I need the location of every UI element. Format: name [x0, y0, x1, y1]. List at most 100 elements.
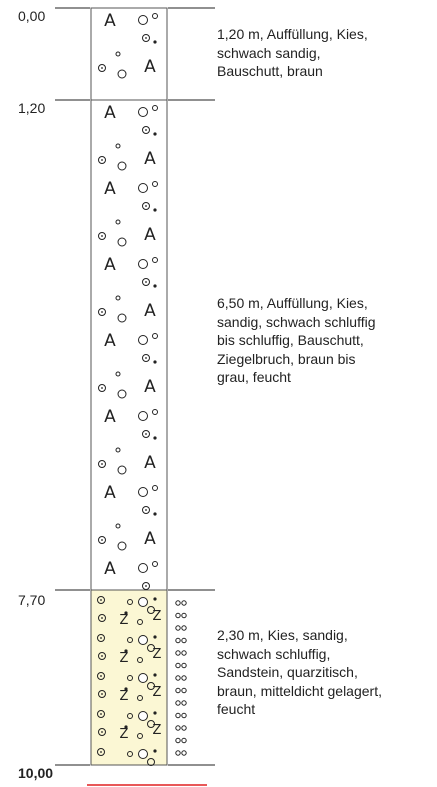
symbol-a: A	[144, 57, 156, 77]
symbol-dot	[153, 208, 157, 212]
symbol-z: Z	[153, 647, 162, 662]
symbol-half-circle	[138, 711, 148, 721]
symbol-circle	[147, 720, 155, 728]
symbol-dotted-circle	[98, 652, 106, 660]
moisture-circle	[175, 700, 181, 706]
symbol-z: Z	[120, 727, 129, 742]
symbol-dotted-circle	[97, 596, 105, 604]
symbol-circle	[117, 465, 127, 475]
symbol-a: A	[144, 529, 156, 549]
boundary-ticks	[55, 7, 215, 766]
moisture-circle	[181, 662, 187, 669]
symbol-dot	[101, 235, 103, 237]
symbol-small-circle	[115, 143, 121, 149]
symbol-dotted-circle	[98, 156, 106, 164]
symbol-dot	[153, 711, 157, 715]
symbol-small-circle	[115, 219, 121, 225]
symbol-half-circle	[138, 597, 148, 607]
symbol-half-circle	[138, 673, 148, 683]
layer-1-description: 1,20 m, Auffüllung, Kies, schwach sandig…	[217, 26, 368, 79]
symbol-small-circle	[152, 181, 158, 187]
layer-2-column	[90, 99, 168, 591]
symbol-dot	[101, 463, 103, 465]
symbol-dot	[153, 635, 157, 639]
symbol-dotted-circle	[98, 536, 106, 544]
symbol-half-circle	[138, 335, 148, 345]
symbol-dotted-circle	[98, 690, 106, 698]
symbol-small-circle	[127, 599, 133, 605]
symbol-dotted-circle	[97, 710, 105, 718]
moisture-circle	[175, 612, 181, 619]
moisture-circle	[175, 712, 181, 719]
symbol-dot	[100, 713, 102, 715]
symbol-a: A	[104, 559, 116, 579]
symbol-dot	[145, 129, 147, 131]
moisture-circle	[181, 700, 187, 706]
symbol-z: Z	[153, 723, 162, 738]
layer-2-description: 6,50 m, Auffüllung, Kies, sandig, schwac…	[217, 295, 376, 385]
symbol-dotted-circle	[97, 748, 105, 756]
symbol-dotted-circle	[98, 614, 106, 622]
moisture-circle	[181, 750, 187, 756]
symbol-dot	[153, 512, 157, 516]
symbol-half-circle	[138, 259, 148, 269]
symbol-small-circle	[152, 105, 158, 111]
symbol-dotted-circle	[142, 34, 150, 42]
symbol-circle	[147, 606, 155, 614]
moisture-circle	[175, 750, 181, 756]
moisture-circle	[175, 675, 181, 681]
symbol-small-circle	[115, 371, 121, 377]
symbol-dot	[101, 731, 103, 733]
moisture-circle	[175, 600, 181, 606]
symbol-dot	[153, 284, 157, 288]
symbol-dotted-circle	[98, 728, 106, 736]
symbol-small-circle	[115, 51, 121, 57]
symbol-dot	[101, 159, 103, 161]
depth-label-layer3: 7,70	[18, 592, 46, 608]
symbol-dot	[145, 509, 147, 511]
symbol-small-circle	[152, 257, 158, 263]
symbol-a: A	[104, 483, 116, 503]
moisture-circle	[175, 637, 181, 644]
symbol-dot	[101, 539, 103, 541]
symbol-z: Z	[153, 685, 162, 700]
symbol-dot	[153, 132, 157, 136]
symbol-circle	[117, 161, 127, 171]
symbol-a: A	[104, 103, 116, 123]
symbol-dot	[101, 311, 103, 313]
symbol-dot	[101, 655, 103, 657]
symbol-circle	[147, 682, 155, 690]
layer-3-column	[90, 589, 168, 766]
symbol-z: Z	[120, 651, 129, 666]
layer-1-fill-pattern: AA	[98, 11, 158, 79]
symbol-a: A	[104, 179, 116, 199]
symbol-half-circle	[138, 411, 148, 421]
symbol-dotted-circle	[97, 672, 105, 680]
symbol-dotted-circle	[142, 278, 150, 286]
symbol-circle	[117, 313, 127, 323]
symbol-half-circle	[138, 487, 148, 497]
symbol-small-circle	[137, 695, 143, 701]
moisture-circle	[175, 737, 181, 744]
symbol-dotted-circle	[142, 582, 150, 590]
symbol-small-circle	[127, 675, 133, 681]
depth-label-layer2: 1,20	[18, 100, 46, 116]
symbol-dotted-circle	[97, 634, 105, 642]
symbol-dot	[124, 725, 128, 729]
symbol-small-circle	[152, 13, 158, 19]
symbol-small-circle	[127, 751, 133, 757]
moisture-circle	[181, 612, 187, 619]
symbol-circle	[147, 644, 155, 652]
symbol-dot	[145, 281, 147, 283]
symbol-small-circle	[127, 637, 133, 643]
moisture-circle	[175, 625, 181, 631]
symbol-dotted-circle	[98, 384, 106, 392]
symbol-small-circle	[152, 333, 158, 339]
symbol-small-circle	[152, 561, 158, 567]
moisture-circle	[181, 637, 187, 644]
symbol-small-circle	[152, 409, 158, 415]
symbol-z: Z	[120, 613, 129, 628]
